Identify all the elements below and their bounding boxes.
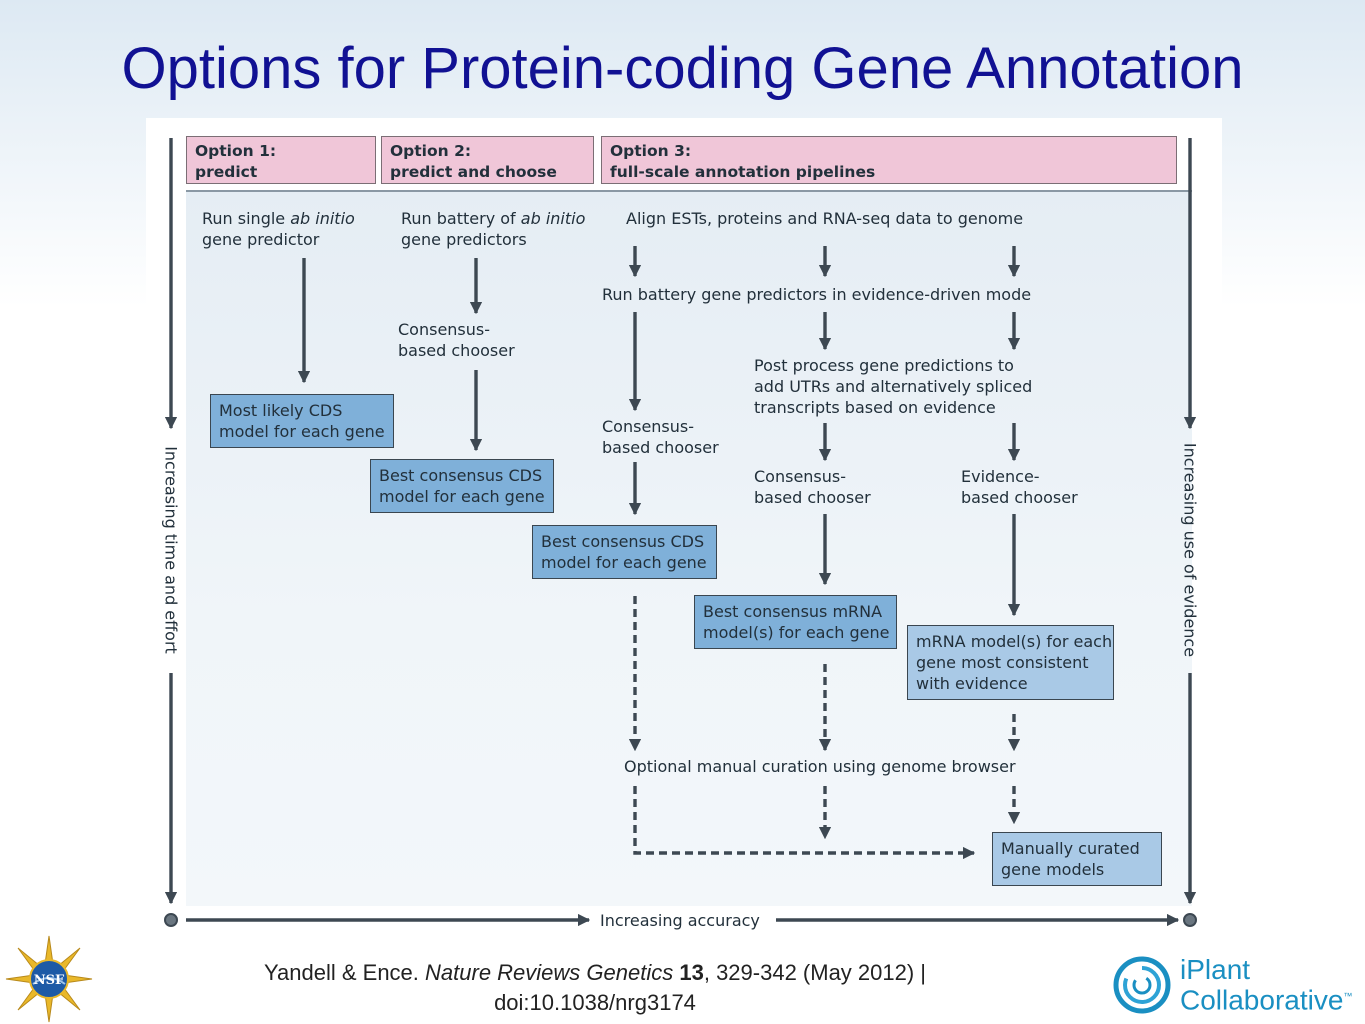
iplant-wordmark-line-1: iPlant [1180, 954, 1251, 985]
citation-volume: 13 [679, 960, 704, 985]
option-3-name: full-scale annotation pipelines [610, 163, 876, 181]
opt2-consensus-chooser: Consensus- based chooser [398, 319, 515, 361]
nsf-logo: NSF [5, 935, 93, 1023]
option-2-header: Option 2: predict and choose [381, 136, 594, 184]
result-box-best-consensus-mrna: Best consensus mRNA model(s) for each ge… [694, 595, 897, 649]
opt1-run-text: Run single [202, 209, 291, 228]
result-5-line-2: gene most consistent [916, 653, 1089, 672]
opt2-run-italic: ab initio [520, 209, 586, 228]
result-1-line-2: model for each gene [219, 422, 385, 441]
post-process-line-3: transcripts based on evidence [754, 398, 996, 417]
bottom-axis-origin-dot [164, 913, 178, 927]
evidence-chooser-line-1: Evidence- [961, 467, 1040, 486]
opt2-chooser-line-1: Consensus- [398, 320, 491, 339]
result-6-line-1: Manually curated [1001, 839, 1140, 858]
opt2-run-text: Run battery of [401, 209, 521, 228]
result-4-line-2: model(s) for each gene [703, 623, 890, 642]
result-1-line-1: Most likely CDS [219, 401, 343, 420]
opt3-chooser-line-1: Consensus- [602, 417, 695, 436]
iplant-wordmark: iPlant Collaborative™ [1180, 954, 1353, 1016]
option-3-number: Option 3: [610, 142, 692, 160]
run-battery-step: Run battery gene predictors in evidence-… [602, 285, 1032, 304]
opt2-chooser-line-2: based chooser [398, 341, 515, 360]
option-1-name: predict [195, 163, 258, 181]
bottom-axis-end-dot [1183, 913, 1197, 927]
opt3-chooser-2-line-1: Consensus- [754, 467, 847, 486]
result-box-most-likely-cds: Most likely CDS model for each gene [210, 394, 394, 448]
result-5-line-1: mRNA model(s) for each [916, 632, 1113, 651]
slide-title: Options for Protein-coding Gene Annotati… [121, 36, 1244, 101]
optional-manual-curation: Optional manual curation using genome br… [624, 757, 1016, 776]
iplant-trademark: ™ [1343, 991, 1353, 1001]
citation-authors: Yandell & Ence. [263, 960, 426, 985]
right-axis-label: Increasing use of evidence [1180, 442, 1200, 658]
result-5-line-3: with evidence [916, 674, 1028, 693]
annotation-diagram: Option 1: predict Option 2: predict and … [146, 118, 1222, 940]
option-3-header: Option 3: full-scale annotation pipeline… [601, 136, 1177, 184]
result-3-line-1: Best consensus CDS [541, 532, 705, 551]
option-1-header: Option 1: predict [186, 136, 376, 184]
opt3-chooser-line-2: based chooser [602, 438, 719, 457]
result-box-mrna-most-consistent: mRNA model(s) for each gene most consist… [907, 625, 1114, 700]
citation-pages-date: , 329-342 (May 2012) | [703, 960, 927, 985]
citation-doi: doi:10.1038/nrg3174 [494, 990, 696, 1015]
result-4-line-1: Best consensus mRNA [703, 602, 883, 621]
opt3-chooser-2-line-2: based chooser [754, 488, 871, 507]
citation: Yandell & Ence. Nature Reviews Genetics … [140, 958, 1050, 1018]
opt3-consensus-chooser-2: Consensus- based chooser [754, 466, 871, 508]
opt1-run-text-2: gene predictor [202, 230, 320, 249]
flow-arrows [164, 138, 1197, 927]
header-divider [186, 190, 1192, 192]
iplant-swirl-icon [1113, 956, 1171, 1014]
opt1-run-step: Run single ab initio gene predictor [202, 208, 355, 250]
opt3-evidence-chooser: Evidence- based chooser [961, 466, 1078, 508]
post-process-line-2: add UTRs and alternatively spliced [754, 377, 1033, 396]
result-box-best-consensus-cds-opt2: Best consensus CDS model for each gene [370, 459, 554, 513]
option-2-number: Option 2: [390, 142, 472, 160]
evidence-chooser-line-2: based chooser [961, 488, 1078, 507]
opt2-run-step: Run battery of ab initio gene predictors [401, 208, 585, 250]
result-2-line-2: model for each gene [379, 487, 545, 506]
post-process-line-1: Post process gene predictions to [754, 356, 1014, 375]
opt3-consensus-chooser: Consensus- based chooser [602, 416, 719, 458]
opt2-run-text-2: gene predictors [401, 230, 527, 249]
align-step: Align ESTs, proteins and RNA-seq data to… [626, 209, 1024, 228]
dashed-arrow-optional-to-curated-left [633, 786, 976, 860]
bottom-axis-label: Increasing accuracy [600, 911, 760, 930]
result-box-manually-curated: Manually curated gene models [992, 832, 1162, 886]
iplant-logo: iPlant Collaborative™ [1112, 950, 1362, 1020]
opt1-run-italic: ab initio [290, 209, 355, 228]
nsf-logo-text: NSF [34, 973, 65, 988]
iplant-wordmark-line-2: Collaborative [1180, 984, 1344, 1016]
result-2-line-1: Best consensus CDS [379, 466, 543, 485]
result-3-line-2: model for each gene [541, 553, 707, 572]
post-process-step: Post process gene predictions to add UTR… [754, 355, 1032, 418]
citation-journal: Nature Reviews Genetics [425, 960, 674, 985]
left-axis-label: Increasing time and effort [161, 446, 181, 654]
result-box-best-consensus-cds-opt3: Best consensus CDS model for each gene [532, 525, 717, 579]
option-2-name: predict and choose [390, 163, 557, 181]
result-6-line-2: gene models [1001, 860, 1105, 879]
option-1-number: Option 1: [195, 142, 277, 160]
